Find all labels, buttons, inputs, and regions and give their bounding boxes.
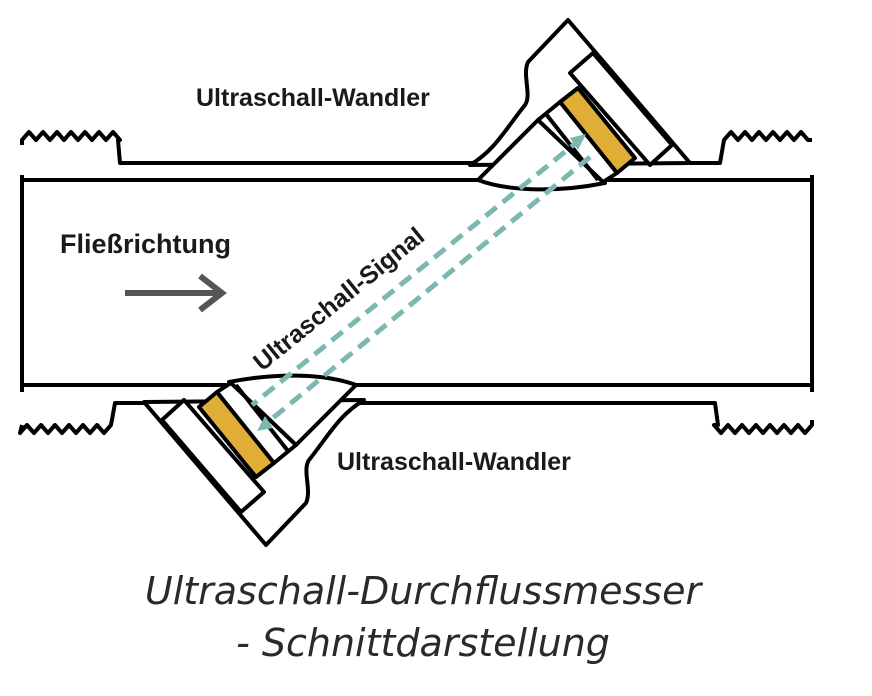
pipe-outer-top (20, 130, 812, 165)
pipe (18, 130, 814, 435)
ultrasound-signal (250, 136, 592, 429)
transducer-bottom (142, 373, 366, 547)
diagram-title-line2: - Schnittdarstellung (236, 621, 610, 665)
signal-arrowhead-bottom (257, 416, 273, 431)
signal-arrowhead-top (570, 134, 586, 150)
diagram-title-line1: Ultraschall-Durchflussmesser (145, 569, 704, 613)
signal-path-2 (260, 155, 592, 429)
label-transducer-bottom: Ultraschall-Wandler (337, 448, 571, 476)
signal-path-1 (250, 136, 584, 407)
lens-line (234, 383, 290, 453)
pipe-outer-bottom (18, 401, 814, 435)
label-signal: Ultraschall-Signal (248, 222, 430, 377)
arrow-right-icon (125, 273, 227, 313)
transducer-cap (160, 398, 266, 514)
transducer-cap (568, 51, 674, 167)
label-flow-direction: Fließrichtung (60, 229, 231, 259)
label-transducer-top: Ultraschall-Wandler (196, 84, 430, 112)
